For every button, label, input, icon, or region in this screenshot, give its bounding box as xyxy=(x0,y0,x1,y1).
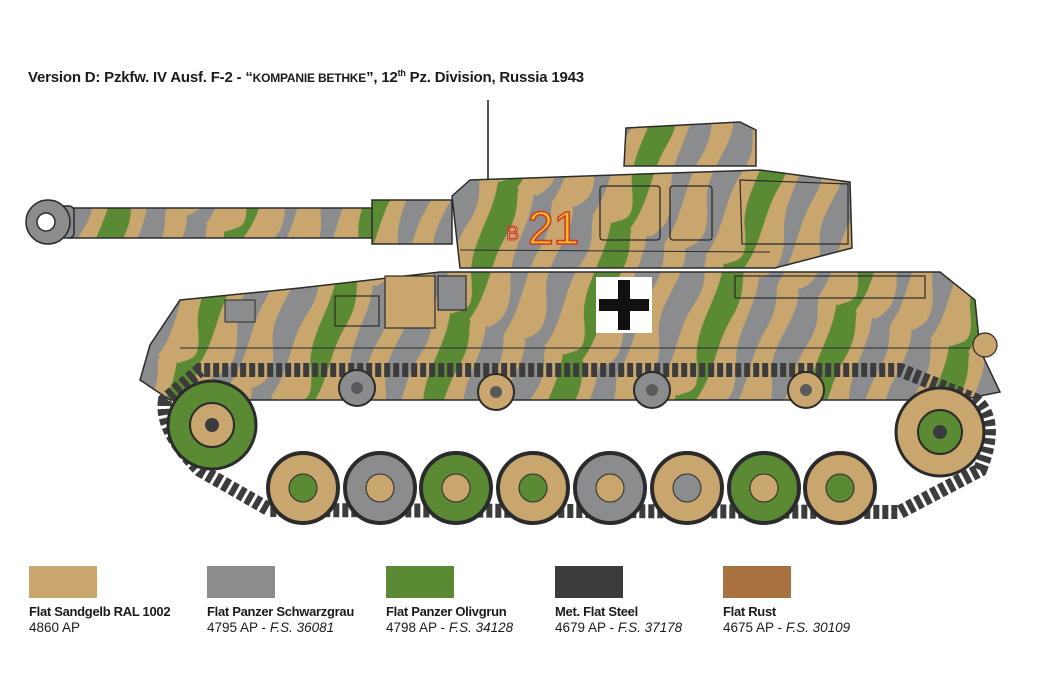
title-part-4: Pz. Division, Russia 1943 xyxy=(405,69,584,86)
swatch-chip xyxy=(29,566,97,598)
swatch-chip xyxy=(207,566,275,598)
color-swatch-4: Met. Flat Steel 4679 AP - F.S. 37178 xyxy=(555,566,682,635)
engine-deck xyxy=(734,275,926,299)
swatch-chip xyxy=(555,566,623,598)
road-wheels xyxy=(266,451,877,525)
title-part-3: ”, 12 xyxy=(366,69,398,86)
idler-wheel xyxy=(894,386,986,478)
turret-hatch xyxy=(599,185,661,241)
tank-illustration: B 21 xyxy=(25,100,1002,525)
hull xyxy=(139,271,1002,401)
title-part-1: Version D: Pzkfw. IV Ausf. F-2 - “ xyxy=(28,69,253,86)
turret xyxy=(451,121,853,269)
main-gun xyxy=(25,199,453,245)
color-swatch-3: Flat Panzer Olivgrun 4798 AP - F.S. 3412… xyxy=(386,566,513,635)
swatch-code: 4798 AP - F.S. 34128 xyxy=(386,620,514,635)
swatch-code: 4795 AP - F.S. 36081 xyxy=(207,620,335,635)
swatch-name: Flat Rust xyxy=(723,604,776,619)
title-unit-name: kompanie bethke xyxy=(252,71,367,85)
swatch-chip xyxy=(723,566,791,598)
title-sup: th xyxy=(397,68,406,78)
turret-prefix: B xyxy=(506,223,519,245)
swatch-chip xyxy=(386,566,454,598)
swatch-name: Flat Sandgelb RAL 1002 xyxy=(29,604,171,619)
swatch-code: 4860 AP xyxy=(29,620,81,635)
color-swatch-2: Flat Panzer Schwarzgrau 4795 AP - F.S. 3… xyxy=(207,566,354,635)
drive-sprocket xyxy=(166,379,258,471)
balkenkreuz-icon xyxy=(596,277,652,333)
page-title: Version D: Pzkfw. IV Ausf. F-2 - “kompan… xyxy=(28,68,584,86)
swatch-name: Flat Panzer Olivgrun xyxy=(386,604,507,619)
turret-number: 21 xyxy=(528,202,579,254)
return-rollers xyxy=(338,369,825,411)
swatch-name: Flat Panzer Schwarzgrau xyxy=(207,604,354,619)
commander-cupola xyxy=(623,121,757,167)
color-swatch-1: Flat Sandgelb RAL 1002 4860 AP xyxy=(29,566,171,635)
swatch-code: 4675 AP - F.S. 30109 xyxy=(723,620,851,635)
hull-hatch xyxy=(384,275,436,329)
swatch-name: Met. Flat Steel xyxy=(555,604,638,619)
swatch-code: 4679 AP - F.S. 37178 xyxy=(555,620,683,635)
color-swatch-5: Flat Rust 4675 AP - F.S. 30109 xyxy=(723,566,850,635)
